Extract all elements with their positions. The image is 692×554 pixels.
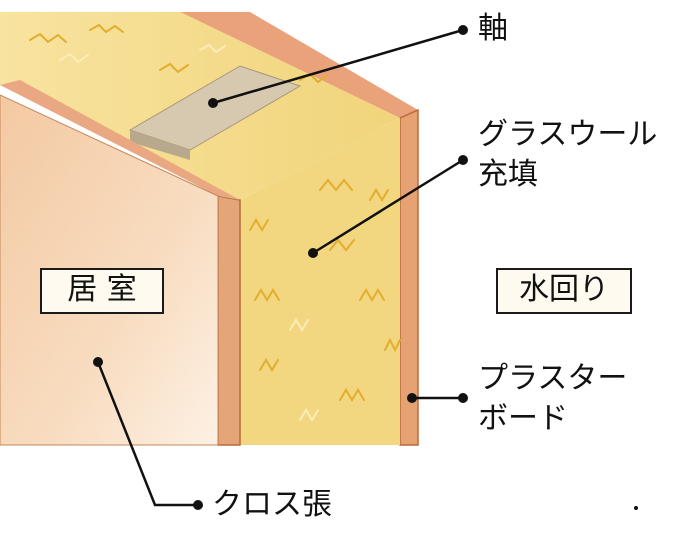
plaster-label-line1: プラスター [478, 361, 628, 396]
cloth-label: クロス張 [212, 487, 332, 522]
dot-glass-end [458, 155, 468, 165]
glass-wool-label-line2: 充填 [478, 157, 538, 192]
axis-label: 軸 [478, 11, 508, 46]
front-board-edge [217, 195, 241, 446]
front-board-top [0, 80, 240, 200]
plaster-label-line2: ボード [478, 401, 568, 436]
living-room-label: 居 室 [40, 268, 164, 314]
dot-cloth-end [193, 500, 203, 510]
dot-axis-start [208, 98, 218, 108]
dot-cloth-start [93, 357, 103, 367]
glass-wool-label-line1: グラスウール [478, 117, 658, 152]
leader-cloth [96, 361, 198, 507]
glass-wool-insulation [240, 118, 400, 445]
dot-plaster-end [458, 393, 468, 403]
leader-glass-wool [312, 158, 464, 255]
insulation-fibers-light [59, 43, 319, 422]
back-board-top [180, 12, 418, 118]
dot-axis-end [458, 25, 468, 35]
leader-lines [96, 28, 464, 507]
leader-dots [93, 25, 638, 510]
dot-plaster-start [407, 393, 417, 403]
stud-side [130, 130, 190, 160]
stud-top [128, 65, 302, 151]
stray-dot [634, 506, 638, 510]
leader-axis [212, 28, 464, 105]
dot-glass-start [308, 248, 318, 258]
wet-area-label: 水回り [496, 268, 632, 314]
